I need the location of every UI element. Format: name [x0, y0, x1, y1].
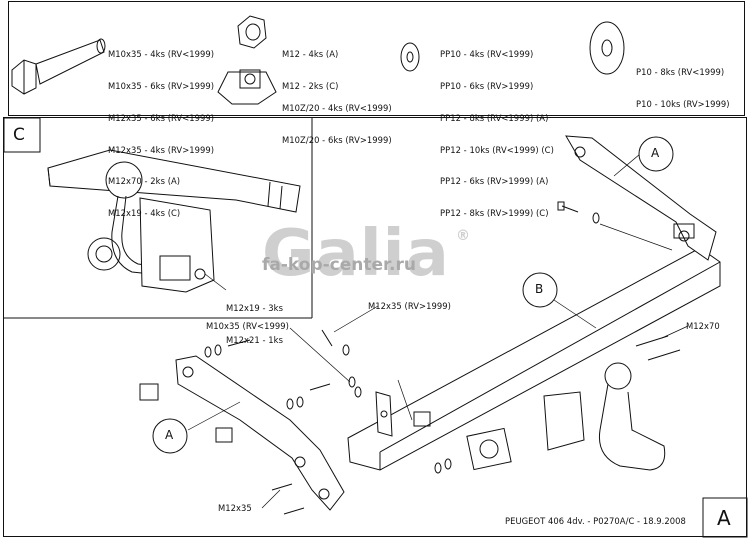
label-m10x35: M10x35 (RV<1999)	[206, 321, 289, 331]
cage-nuts-list: M10Z/20 - 4ks (RV<1999) M10Z/20 - 6ks (R…	[282, 82, 392, 167]
footer-info: PEUGEOT 406 4dv. - P0270A/C - 18.9.2008	[505, 516, 686, 526]
washer-line: PP12 - 6ks (RV>1999) (A)	[440, 176, 549, 187]
nut-icon	[237, 15, 267, 49]
washer-line: PP10 - 4ks (RV<1999)	[440, 49, 534, 60]
loose-fasteners	[139, 201, 681, 515]
bracket-left	[175, 355, 345, 511]
cage-nut-line: M10Z/20 - 4ks (RV<1999)	[282, 103, 392, 114]
watermark-registered: ®	[456, 228, 470, 244]
callout-a-top: A	[651, 146, 660, 160]
watermark-logo: Galia	[262, 217, 450, 291]
big-washer-line: P10 - 8ks (RV<1999)	[636, 67, 725, 78]
washer-line: PP12 - 10ks (RV<1999) (C)	[440, 144, 554, 155]
detail-c-label: C	[13, 125, 25, 145]
big-washer-line: P10 - 10ks (RV>1999)	[636, 98, 730, 109]
nuts-list: M12 - 4ks (A) M12 - 2ks (C)	[282, 28, 338, 113]
sheet-label-box	[702, 497, 748, 538]
detail-c-bolt-line: M12x19 - 3ks	[226, 303, 283, 314]
big-washers-list: P10 - 8ks (RV<1999) P10 - 10ks (RV>1999)	[636, 46, 730, 131]
washer-line: PP12 - 8ks (RV>1999) (C)	[440, 208, 549, 219]
drawing-frame	[3, 117, 747, 537]
sheet-label: A	[717, 506, 731, 530]
mount-plate	[375, 391, 393, 437]
washer-line: PP12 - 8ks (RV<1999) (A)	[440, 112, 549, 123]
bolt-line: M12x70 - 2ks (A)	[108, 176, 181, 187]
callout-circle-a-left	[152, 418, 188, 454]
tow-ball	[543, 362, 666, 471]
label-m12x35-bottom: M12x35	[218, 503, 252, 513]
callout-a-left: A	[165, 428, 174, 442]
bracket-right	[565, 135, 717, 261]
cage-nut-line: M10Z/20 - 6ks (RV>1999)	[282, 134, 392, 145]
detail-c-towbar	[47, 149, 301, 293]
label-m12x70: M12x70	[686, 321, 720, 331]
washer-icon	[400, 42, 420, 72]
detail-c-bolt-list: M12x19 - 3ks M12x21 - 1ks	[226, 282, 283, 367]
watermark-site: fa-kop-center.ru	[262, 255, 416, 275]
washers-list: PP10 - 4ks (RV<1999) PP10 - 6ks (RV>1999…	[440, 28, 554, 240]
bolt-icon	[11, 38, 106, 95]
socket-plate	[466, 427, 512, 471]
label-m12x35-top: M12x35 (RV>1999)	[368, 301, 451, 311]
big-washer-icon	[589, 21, 625, 75]
cage-nut-icon	[217, 69, 277, 105]
callout-circle-b	[522, 272, 558, 308]
leader-lines	[187, 153, 689, 509]
detail-c-bolt-line: M12x21 - 1ks	[226, 334, 283, 345]
nut-line: M12 - 2ks (C)	[282, 80, 339, 91]
hardware-list-frame	[8, 1, 745, 116]
bolt-line: M12x35 - 6ks (RV<1999)	[108, 112, 215, 123]
detail-c-label-box	[3, 117, 41, 153]
bolt-line: M12x35 - 4ks (RV>1999)	[108, 144, 215, 155]
washer-line: PP10 - 6ks (RV>1999)	[440, 80, 534, 91]
nut-line: M12 - 4ks (A)	[282, 49, 339, 60]
callout-b: B	[535, 282, 544, 296]
callout-circle-a-top	[638, 136, 674, 172]
bolt-line: M12x19 - 4ks (C)	[108, 208, 181, 219]
bolts-list: M10x35 - 4ks (RV<1999) M10x35 - 6ks (RV>…	[108, 28, 214, 240]
bolt-line: M10x35 - 4ks (RV<1999)	[108, 49, 215, 60]
bolt-line: M10x35 - 6ks (RV>1999)	[108, 80, 215, 91]
